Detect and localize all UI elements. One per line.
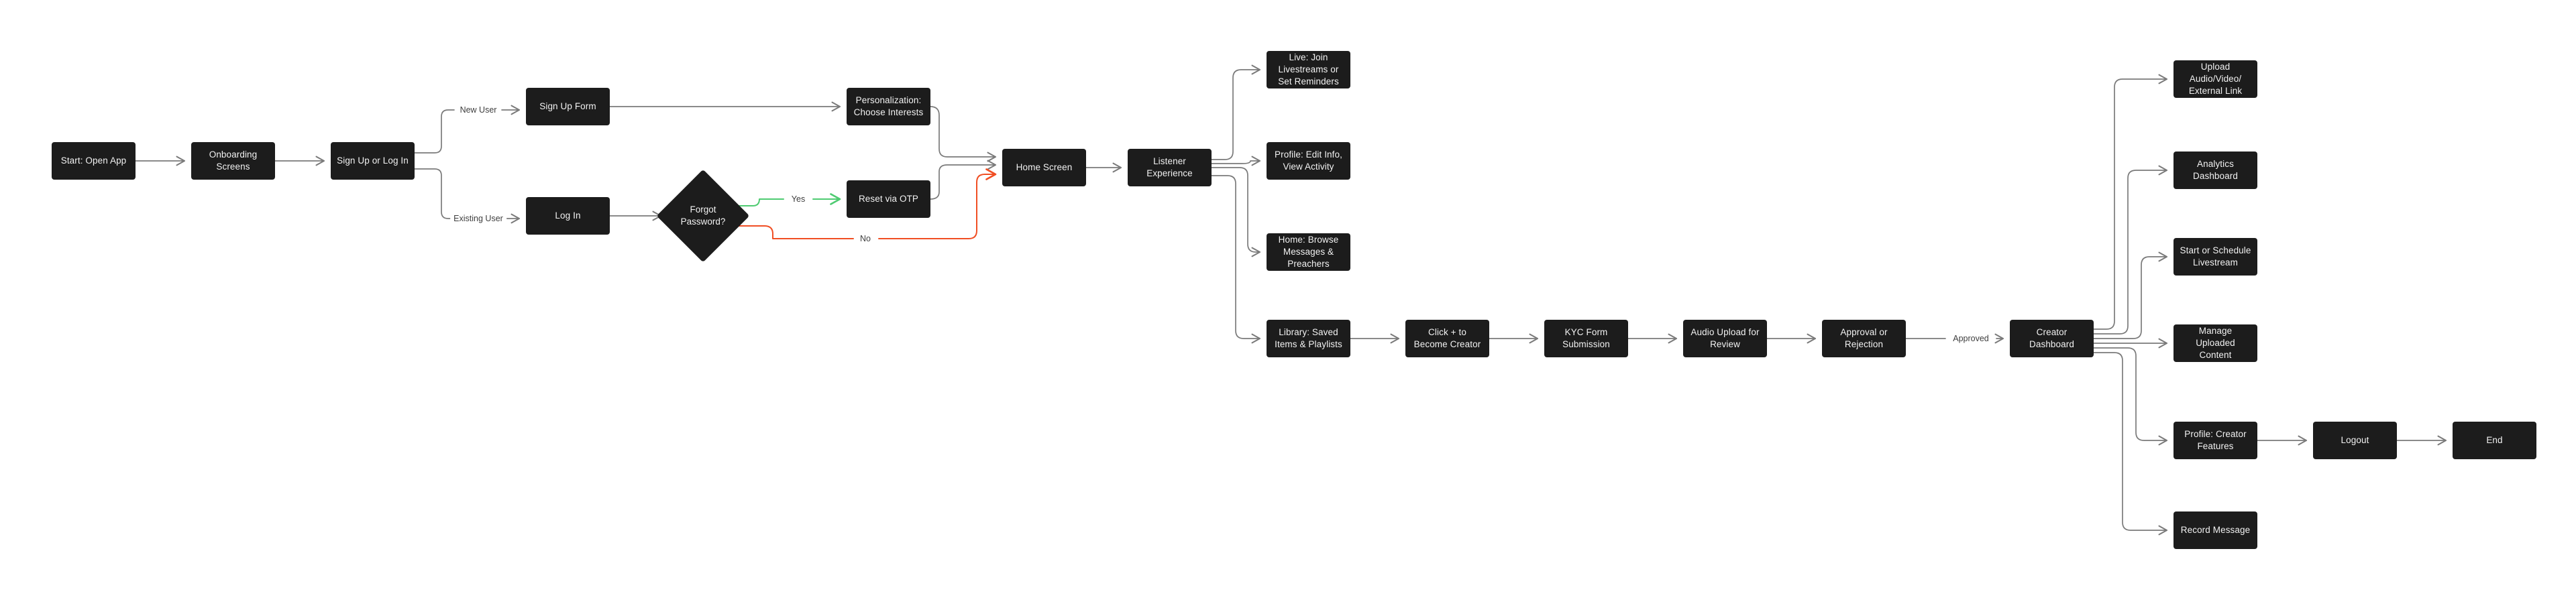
node-personalization[interactable]: Personalization: Choose Interests <box>847 88 930 125</box>
node-creator-dashboard[interactable]: Creator Dashboard <box>2010 320 2094 357</box>
edge-label-approved: Approved <box>1949 334 1992 343</box>
edge-forgot-yes-seg1 <box>733 198 784 206</box>
node-start[interactable]: Start: Open App <box>52 142 136 180</box>
node-logout[interactable]: Logout <box>2313 422 2397 459</box>
edge-personalization-homescreen <box>930 106 997 162</box>
edge-label-new-user: New User <box>456 105 500 115</box>
node-home-screen[interactable]: Home Screen <box>1002 149 1086 186</box>
node-sign-up-form[interactable]: Sign Up Form <box>526 88 610 125</box>
node-click-to-become-creator[interactable]: Click + to Become Creator <box>1405 320 1489 357</box>
node-record-message[interactable]: Record Message <box>2174 511 2257 549</box>
node-listener-experience[interactable]: Listener Experience <box>1128 149 1212 186</box>
edge-label-no: No <box>857 234 874 243</box>
edge-listener-profileedit <box>1211 156 1261 166</box>
edge-forgot-no-seg1 <box>733 225 854 239</box>
edge-label-yes: Yes <box>788 194 809 204</box>
node-audio-upload-for-review[interactable]: Audio Upload for Review <box>1683 320 1767 357</box>
node-upload-audio-video-external-link[interactable]: Upload Audio/Video/ External Link <box>2174 60 2257 98</box>
edge-label-existing-user: Existing User <box>450 214 506 223</box>
node-live-join-livestreams[interactable]: Live: Join Livestreams or Set Reminders <box>1267 51 1350 88</box>
node-profile-edit-info[interactable]: Profile: Edit Info, View Activity <box>1267 142 1350 180</box>
node-analytics-dashboard[interactable]: Analytics Dashboard <box>2174 152 2257 189</box>
node-profile-creator-features[interactable]: Profile: Creator Features <box>2174 422 2257 459</box>
node-approval-or-rejection[interactable]: Approval or Rejection <box>1822 320 1906 357</box>
node-log-in[interactable]: Log In <box>526 197 610 235</box>
edge-creatordash-recordmessage <box>2093 352 2168 536</box>
edge-signuplogin-newuser <box>414 109 455 154</box>
edge-listener-homebrowse <box>1211 167 1261 257</box>
edge-signuplogin-existinguser <box>414 168 455 219</box>
node-start-or-schedule-livestream[interactable]: Start or Schedule Livestream <box>2174 238 2257 276</box>
node-home-browse-messages[interactable]: Home: Browse Messages & Preachers <box>1267 233 1350 271</box>
node-reset-via-otp[interactable]: Reset via OTP <box>847 180 930 218</box>
node-onboarding-screens[interactable]: Onboarding Screens <box>191 142 275 180</box>
edge-creatordash-analytics <box>2093 165 2168 335</box>
edge-creatordash-livestream <box>2093 251 2168 339</box>
edge-listener-library <box>1211 175 1261 344</box>
node-kyc-form-submission[interactable]: KYC Form Submission <box>1544 320 1628 357</box>
edge-listener-live <box>1211 64 1261 160</box>
diamond-label: Forgot Password? <box>680 204 726 227</box>
node-forgot-password-decision[interactable]: Forgot Password? <box>656 169 750 263</box>
edge-creatordash-uploadmedia <box>2093 74 2168 330</box>
node-end[interactable]: End <box>2453 422 2536 459</box>
node-sign-up-or-log-in[interactable]: Sign Up or Log In <box>331 142 415 180</box>
edge-resetotp-homescreen <box>930 160 997 200</box>
node-manage-uploaded-content[interactable]: Manage Uploaded Content <box>2174 324 2257 362</box>
edge-creatordash-profilecreator <box>2093 347 2168 446</box>
node-library-saved-items[interactable]: Library: Saved Items & Playlists <box>1267 320 1350 357</box>
